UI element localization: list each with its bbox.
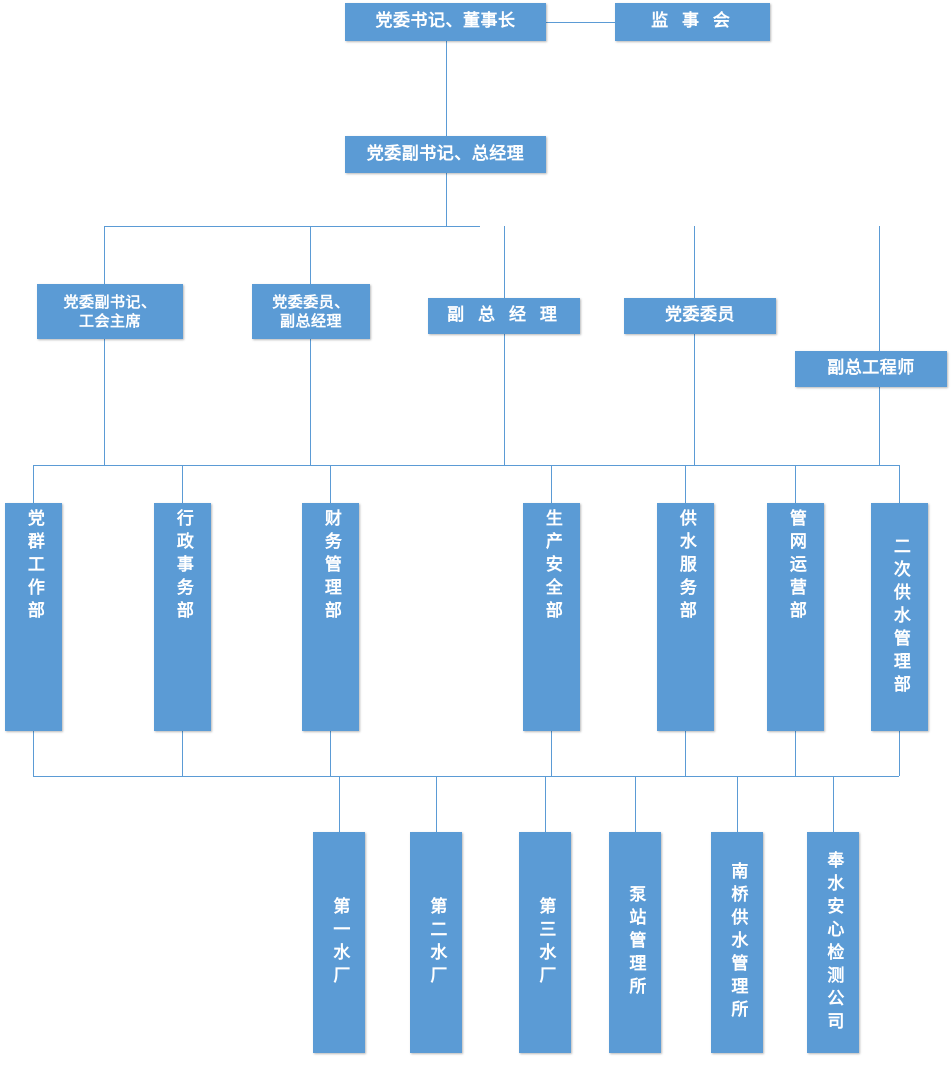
connector-exec-drop-1	[104, 226, 105, 465]
connector-exec-bus	[104, 226, 480, 227]
connector-dept-down-6	[795, 731, 796, 776]
department-secondary-water-supply-management[interactable]: 二次供水管理部	[871, 503, 928, 731]
node-exec-deputy-chief-engineer[interactable]: 副总工程师	[795, 351, 947, 387]
connector-dept-down-3	[330, 731, 331, 776]
exec-label-line1: 党委委员、	[272, 293, 350, 312]
connector-dept-drop-2	[182, 465, 183, 503]
connector-chair-to-gm	[446, 41, 447, 136]
connector-chair-to-supervisory	[546, 22, 615, 23]
connector-dept-down-1	[33, 731, 34, 776]
connector-gm-down	[446, 173, 447, 226]
connector-subunit-drop-3	[545, 776, 546, 832]
node-exec-party-committee-member[interactable]: 党委委员	[624, 298, 776, 334]
subunit-fengshui-anxin-testing-company[interactable]: 奉水安心检测公司	[807, 832, 859, 1053]
connector-exec-drop-5	[879, 226, 880, 465]
department-party-mass-work[interactable]: 党群工作部	[5, 503, 62, 731]
subunit-first-water-plant[interactable]: 第一水厂	[313, 832, 365, 1053]
node-exec-deputy-secretary-union-chair[interactable]: 党委副书记、 工会主席	[37, 284, 183, 339]
connector-dept-drop-1	[33, 465, 34, 503]
connector-dept-drop-5	[685, 465, 686, 503]
subunit-nanqiao-water-supply-management-office[interactable]: 南桥供水管理所	[711, 832, 763, 1053]
department-pipe-network-operation[interactable]: 管网运营部	[767, 503, 824, 731]
node-chair[interactable]: 党委书记、董事长	[345, 3, 546, 41]
department-water-supply-service[interactable]: 供水服务部	[657, 503, 714, 731]
node-supervisory-board[interactable]: 监 事 会	[615, 3, 770, 41]
connector-subunit-drop-4	[635, 776, 636, 832]
exec-label-line1: 党委副书记、	[63, 293, 157, 312]
connector-subunit-drop-6	[833, 776, 834, 832]
department-administrative-affairs[interactable]: 行政事务部	[154, 503, 211, 731]
subunit-third-water-plant[interactable]: 第三水厂	[519, 832, 571, 1053]
connector-dept-drop-4	[551, 465, 552, 503]
connector-exec-drop-3	[504, 226, 505, 465]
connector-dept-drop-3	[330, 465, 331, 503]
connector-subunit-drop-2	[436, 776, 437, 832]
exec-label-line2: 工会主席	[78, 311, 141, 330]
connector-dept-down-2	[182, 731, 183, 776]
connector-subunit-drop-1	[339, 776, 340, 832]
connector-dept-drop-6	[795, 465, 796, 503]
department-financial-management[interactable]: 财务管理部	[302, 503, 359, 731]
connector-exec-drop-4	[694, 226, 695, 465]
node-general-manager[interactable]: 党委副书记、总经理	[345, 136, 546, 173]
node-exec-deputy-general-manager[interactable]: 副 总 经 理	[428, 298, 580, 334]
connector-subunit-bus	[33, 776, 899, 777]
connector-dept-down-5	[685, 731, 686, 776]
connector-exec-drop-2	[310, 226, 311, 465]
exec-label-line2: 副总经理	[279, 311, 342, 330]
connector-department-bus	[33, 465, 899, 466]
connector-dept-down-7	[899, 731, 900, 776]
subunit-pump-station-management-office[interactable]: 泵站管理所	[609, 832, 661, 1053]
connector-dept-down-4	[551, 731, 552, 776]
node-exec-party-member-deputy-gm[interactable]: 党委委员、 副总经理	[252, 284, 370, 339]
connector-dept-drop-7	[899, 465, 900, 503]
connector-subunit-drop-5	[737, 776, 738, 832]
department-production-safety[interactable]: 生产安全部	[523, 503, 580, 731]
subunit-second-water-plant[interactable]: 第二水厂	[410, 832, 462, 1053]
